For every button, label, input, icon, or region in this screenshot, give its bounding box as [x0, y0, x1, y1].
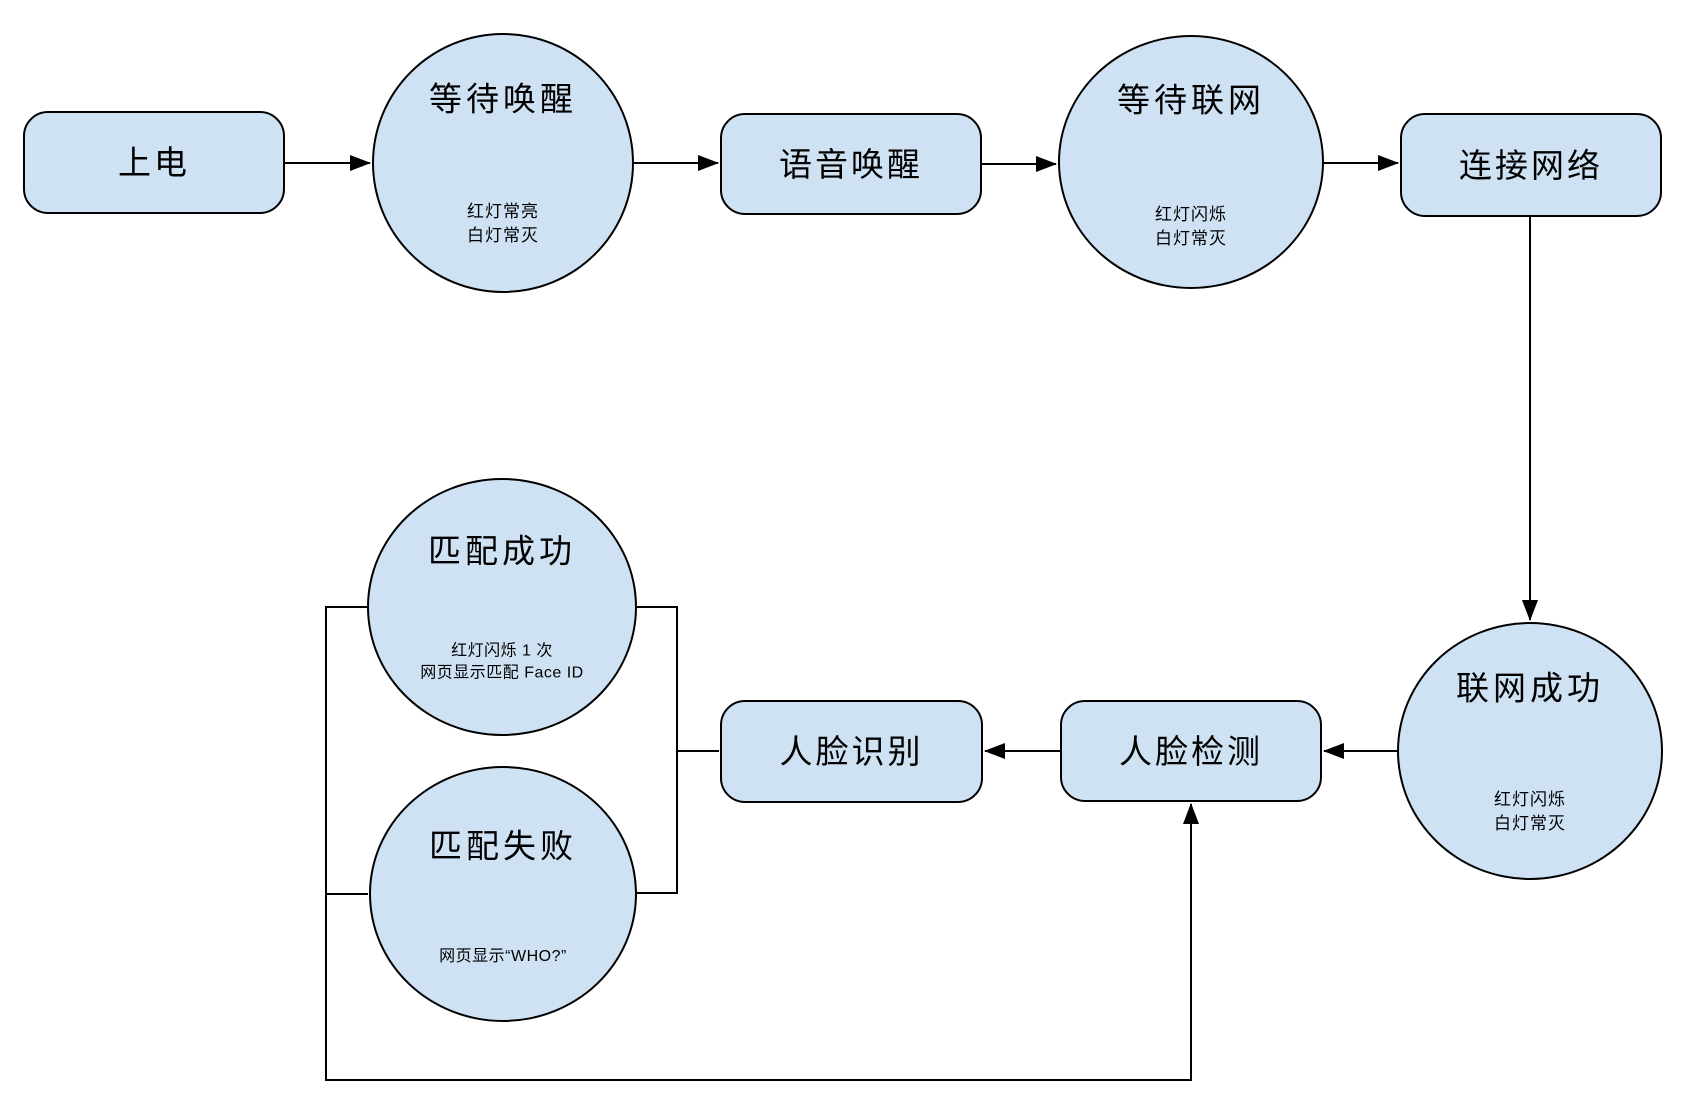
node-network-success-notes: 红灯闪烁 白灯常灭 — [1399, 788, 1661, 836]
node-wait-network-notes: 红灯闪烁 白灯常灭 — [1060, 203, 1322, 251]
node-power-on: 上电 — [23, 111, 285, 214]
note-line: 红灯闪烁 — [1155, 205, 1227, 225]
note-line: 网页显示“WHO?” — [439, 947, 567, 965]
node-face-recognize-label: 人脸识别 — [779, 733, 924, 770]
node-network-success: 联网成功 红灯闪烁 白灯常灭 — [1397, 622, 1663, 880]
note-line: 网页显示匹配 Face ID — [420, 664, 584, 682]
node-face-recognize: 人脸识别 — [720, 700, 983, 803]
node-voice-wake: 语音唤醒 — [720, 113, 982, 215]
connector-match-right-bracket — [637, 606, 678, 894]
node-match-success-label: 匹配成功 — [428, 532, 576, 570]
node-wait-wake-label: 等待唤醒 — [429, 80, 577, 118]
node-wait-network: 等待联网 红灯闪烁 白灯常灭 — [1058, 35, 1324, 289]
node-voice-wake-label: 语音唤醒 — [779, 145, 923, 183]
node-match-fail-notes: 网页显示“WHO?” — [371, 946, 635, 968]
node-match-success-notes: 红灯闪烁 1 次 网页显示匹配 Face ID — [369, 640, 635, 685]
node-match-fail-label: 匹配失败 — [429, 827, 577, 865]
node-connect-network: 连接网络 — [1400, 113, 1662, 217]
note-line: 红灯闪烁 1 次 — [451, 642, 553, 660]
note-line: 红灯闪烁 — [1494, 790, 1566, 810]
node-wait-wake: 等待唤醒 红灯常亮 白灯常灭 — [372, 33, 634, 293]
node-connect-network-label: 连接网络 — [1459, 146, 1603, 184]
note-line: 白灯常灭 — [467, 226, 539, 246]
connector-match-loop-to-face-detect — [325, 606, 1199, 1081]
node-wait-network-label: 等待联网 — [1117, 81, 1265, 118]
note-line: 白灯常灭 — [1155, 229, 1227, 248]
note-line: 白灯常灭 — [1494, 813, 1566, 833]
note-line: 红灯常亮 — [467, 202, 539, 222]
node-wait-wake-notes: 红灯常亮 白灯常灭 — [374, 201, 632, 249]
node-match-success: 匹配成功 红灯闪烁 1 次 网页显示匹配 Face ID — [367, 478, 637, 736]
node-face-detect: 人脸检测 — [1060, 700, 1322, 802]
node-power-on-label: 上电 — [118, 144, 190, 181]
node-match-fail: 匹配失败 网页显示“WHO?” — [369, 766, 637, 1022]
node-network-success-label: 联网成功 — [1456, 669, 1604, 706]
node-face-detect-label: 人脸检测 — [1119, 732, 1263, 770]
